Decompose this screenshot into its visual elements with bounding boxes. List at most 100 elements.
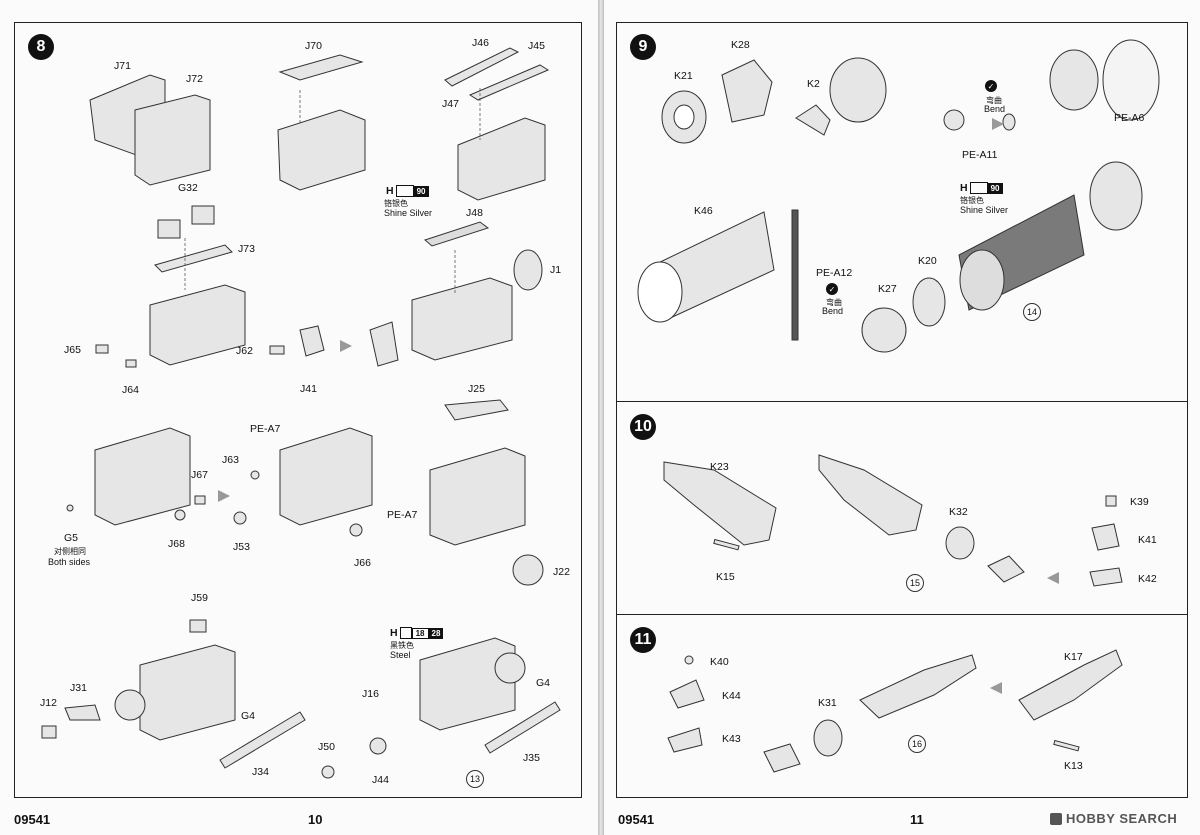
label-j48: J48 <box>466 207 483 219</box>
right-instruction-page: 9 10 11 <box>604 0 1200 835</box>
footer-code-left: 09541 <box>14 812 51 827</box>
duct-part-2 <box>763 743 801 773</box>
part-k28 <box>721 59 773 123</box>
step-10-badge: 10 <box>630 414 656 440</box>
watermark-logo-icon <box>1050 812 1062 825</box>
label-j47: J47 <box>442 98 459 110</box>
subassembly-16: 16 <box>908 735 926 753</box>
bend1-en: Bend <box>984 104 1006 114</box>
part-j46 <box>444 47 520 87</box>
label-j50: J50 <box>318 741 335 753</box>
part-j12 <box>41 725 57 739</box>
label-k46: K46 <box>694 205 713 217</box>
paint2-letter: H <box>390 627 398 639</box>
label-j73: J73 <box>238 243 255 255</box>
part-j50 <box>321 765 335 779</box>
book-gutter <box>598 0 604 835</box>
bend1-cn: 弯曲 <box>986 96 1002 105</box>
part-pe-a6 <box>1102 39 1160 121</box>
part-k13 <box>1053 739 1080 752</box>
label-j1: J1 <box>550 264 562 276</box>
label-k13: K13 <box>1064 760 1083 772</box>
label-pe-a7-top: PE-A7 <box>250 423 281 435</box>
part-j62 <box>269 345 285 355</box>
footer-code-right: 09541 <box>618 812 655 827</box>
label-j25: J25 <box>468 383 485 395</box>
steps-9-11-drawing <box>637 39 1160 773</box>
part-j72 <box>134 94 211 186</box>
label-k15: K15 <box>716 571 735 583</box>
k17-assembled <box>859 654 977 719</box>
part-j22 <box>512 554 544 586</box>
both-sides-cn: 对侧相同 <box>54 547 86 556</box>
part-k43 <box>667 727 703 753</box>
paint-swatch <box>395 185 414 197</box>
paint3-cn: 铬银色 <box>960 196 984 205</box>
label-pe-a6: PE-A6 <box>1114 112 1145 124</box>
part-j48 <box>423 221 490 247</box>
hobby-search-watermark: HOBBY SEARCH <box>1050 811 1177 826</box>
engine-assembly-2 <box>94 427 191 526</box>
part-j67 <box>194 495 206 505</box>
part-k2 <box>795 104 831 136</box>
part-j44 <box>369 737 387 755</box>
part-j25 <box>444 399 509 421</box>
label-k40: K40 <box>710 656 729 668</box>
label-j46: J46 <box>472 37 489 49</box>
label-g4-left: G4 <box>241 710 256 722</box>
part-j63 <box>250 470 260 480</box>
paint-letter: H <box>386 185 394 197</box>
subassembly-13: 13 <box>466 770 484 788</box>
label-j22: J22 <box>553 566 570 578</box>
part-j34 <box>219 711 306 769</box>
part-k23 <box>663 461 777 546</box>
engine-assembly-6 <box>419 637 516 731</box>
engine-assembly-4 <box>429 447 526 546</box>
label-k21: K21 <box>674 70 693 82</box>
part-pe-a11 <box>943 109 965 131</box>
page-number-right: 11 <box>910 812 924 827</box>
part-g32-a <box>157 219 181 239</box>
part-j64 <box>125 359 137 368</box>
part-k32 <box>945 526 975 560</box>
step-9-badge: 9 <box>630 34 656 60</box>
flow-arrow-5 <box>990 682 1002 694</box>
label-k27: K27 <box>878 283 897 295</box>
paint2-name: Steel <box>390 650 411 660</box>
turbo-housing-1 <box>829 57 887 123</box>
check-icon-2: ✓ <box>826 283 838 295</box>
part-j68 <box>174 509 186 521</box>
flywheel-left <box>114 689 146 721</box>
part-k42 <box>1089 567 1123 587</box>
label-j34: J34 <box>252 766 269 778</box>
label-j16: J16 <box>362 688 379 700</box>
part-k44 <box>669 679 705 709</box>
part-j31 <box>64 704 101 721</box>
bend2-cn: 弯曲 <box>826 298 842 307</box>
label-j63: J63 <box>222 454 239 466</box>
label-j67: J67 <box>191 469 208 481</box>
paint3-code: 90 <box>987 182 1003 194</box>
paint-cn: 铬银色 <box>384 199 408 208</box>
flow-arrow-3 <box>992 118 1004 130</box>
label-j72: J72 <box>186 73 203 85</box>
label-k20: K20 <box>918 255 937 267</box>
turbo-housing-3 <box>1089 161 1143 231</box>
label-k32: K32 <box>949 506 968 518</box>
subassembly-14: 14 <box>1023 303 1041 321</box>
label-j64: J64 <box>122 384 139 396</box>
step-11-badge: 11 <box>630 627 656 653</box>
part-j1 <box>513 249 543 291</box>
left-instruction-page: 8 <box>0 0 598 835</box>
k23-assembled <box>818 454 923 536</box>
step-11-number: 11 <box>634 631 652 648</box>
label-k23: K23 <box>710 461 729 473</box>
part-k17 <box>1018 649 1123 721</box>
label-k31: K31 <box>818 697 837 709</box>
label-j12: J12 <box>40 697 57 709</box>
part-k20 <box>912 277 946 327</box>
paint3-name: Shine Silver <box>960 205 1009 215</box>
